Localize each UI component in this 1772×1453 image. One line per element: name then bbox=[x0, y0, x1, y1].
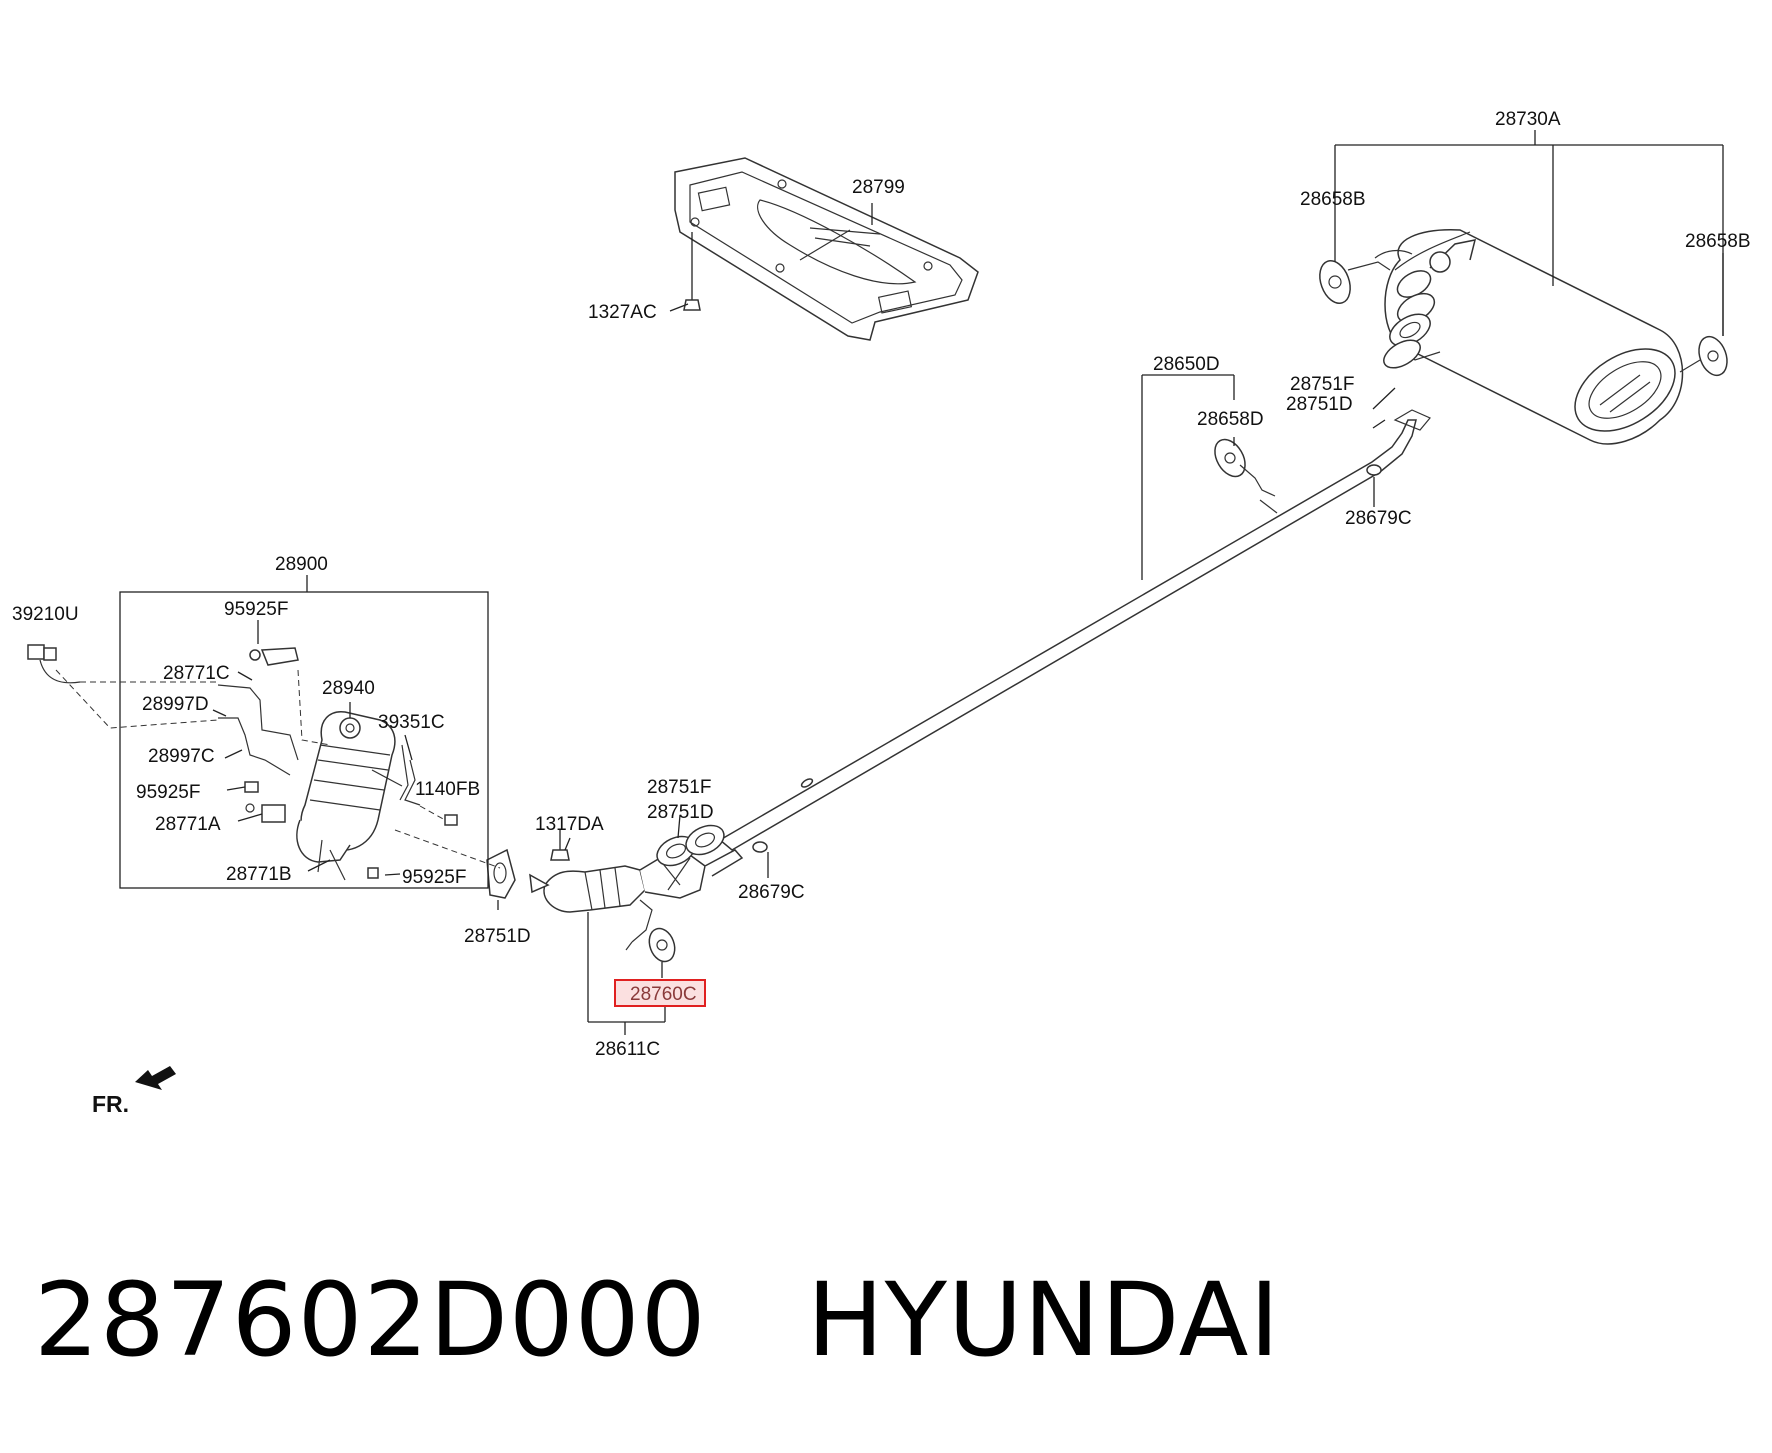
hanger-28658B-right bbox=[1679, 335, 1728, 377]
label-28751D-top: 28751D bbox=[1286, 394, 1353, 415]
label-fr: FR. bbox=[92, 1091, 129, 1117]
brand-name: HYUNDAI bbox=[806, 1261, 1281, 1380]
gasket-28751F-28751D-top bbox=[1383, 270, 1436, 369]
label-39351C: 39351C bbox=[378, 712, 445, 733]
label-95925F-top: 95925F bbox=[224, 599, 288, 620]
hanger-28658D bbox=[1214, 438, 1276, 497]
highlight-box-28760C bbox=[614, 979, 706, 1007]
label-28771A: 28771A bbox=[155, 814, 221, 835]
label-28751D-mid: 28751D bbox=[647, 802, 714, 823]
front-pipe-28611C bbox=[529, 849, 744, 951]
label-28751F-top: 28751F bbox=[1290, 374, 1354, 395]
label-1327AC: 1327AC bbox=[588, 302, 657, 323]
label-28760C: 28760C bbox=[630, 984, 697, 1005]
label-28771C: 28771C bbox=[163, 663, 230, 684]
gasket-28751D-front bbox=[486, 848, 516, 899]
catalytic-converter-28940 bbox=[296, 711, 409, 881]
label-28658B-right: 28658B bbox=[1685, 231, 1751, 252]
label-28730A: 28730A bbox=[1495, 109, 1561, 130]
label-28997D: 28997D bbox=[142, 694, 209, 715]
assembly-box-28900 bbox=[119, 591, 489, 889]
bolt-1327AC bbox=[683, 232, 701, 311]
oxygen-sensor-39210U bbox=[27, 644, 219, 729]
part-number: 287602D000 bbox=[34, 1261, 707, 1380]
label-28658B-left: 28658B bbox=[1300, 189, 1366, 210]
label-28751F-mid: 28751F bbox=[647, 777, 711, 798]
hanger-28760C bbox=[648, 927, 676, 963]
label-28751D-bot: 28751D bbox=[464, 926, 531, 947]
bolt-95925F-mid bbox=[244, 781, 259, 793]
nut-28679C-top bbox=[1366, 464, 1382, 476]
label-28997C: 28997C bbox=[148, 746, 215, 767]
label-28611C: 28611C bbox=[595, 1039, 660, 1060]
label-28771B: 28771B bbox=[226, 864, 292, 885]
label-28650D: 28650D bbox=[1153, 354, 1220, 375]
label-28799: 28799 bbox=[852, 177, 905, 198]
nut-28679C-mid bbox=[752, 841, 768, 853]
label-1140FB: 1140FB bbox=[415, 779, 480, 800]
heat-shield-28799 bbox=[674, 157, 979, 341]
front-arrow-icon bbox=[135, 1066, 176, 1090]
label-95925F-bot: 95925F bbox=[402, 867, 466, 888]
label-28658D: 28658D bbox=[1197, 409, 1264, 430]
part-title: 287602D000 HYUNDAI bbox=[34, 1270, 1280, 1372]
bracket-28771A bbox=[245, 803, 286, 823]
center-pipe-28650D bbox=[718, 409, 1431, 851]
sensor-lines-28997 bbox=[217, 647, 331, 776]
bolt-1317DA bbox=[550, 830, 570, 861]
leader-lines bbox=[212, 130, 1724, 1035]
label-95925F-mid: 95925F bbox=[136, 782, 200, 803]
flange-connection-line bbox=[394, 829, 501, 869]
bolt-95925F-bot bbox=[367, 867, 379, 879]
label-28679C-top: 28679C bbox=[1345, 508, 1412, 529]
label-1317DA: 1317DA bbox=[535, 814, 604, 835]
hanger-28658B-left bbox=[1319, 260, 1391, 304]
front-direction-indicator: FR. bbox=[92, 1066, 176, 1117]
label-28940: 28940 bbox=[322, 678, 375, 699]
bolt-39351C-1140FB bbox=[404, 759, 458, 826]
rear-muffler-28730A bbox=[1374, 229, 1684, 445]
label-39210U: 39210U bbox=[12, 604, 79, 625]
label-28900: 28900 bbox=[275, 554, 328, 575]
gasket-28751F-28751D-mid bbox=[656, 824, 725, 867]
label-28679C-mid: 28679C bbox=[738, 882, 805, 903]
